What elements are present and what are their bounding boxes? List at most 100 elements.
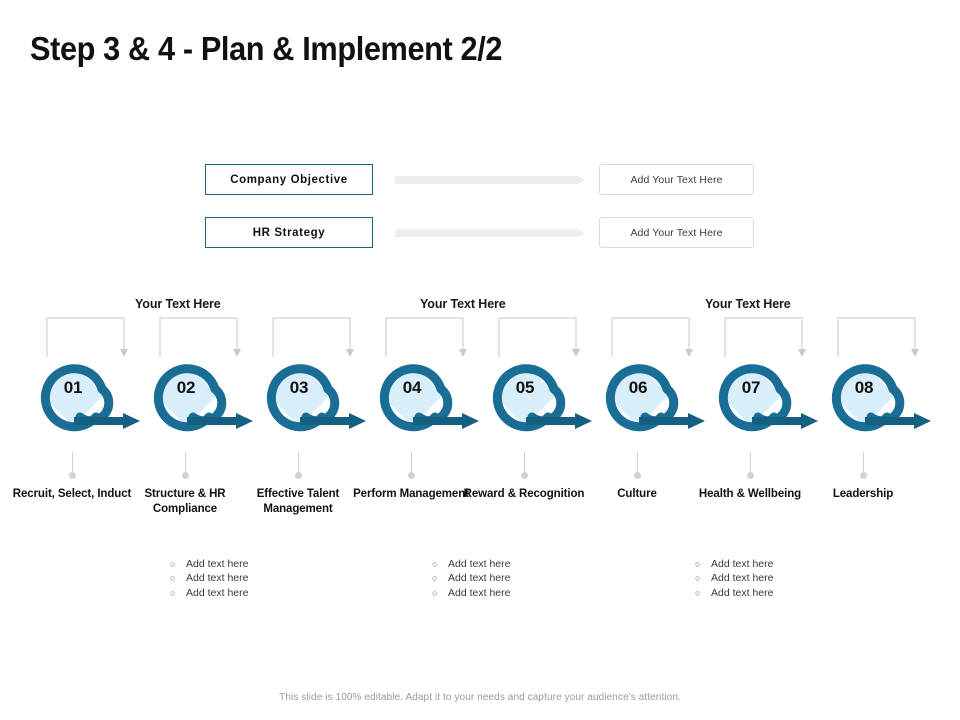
pin-line-06 — [637, 452, 638, 474]
section-heading-3: Your Text Here — [705, 297, 791, 311]
bullet-circle-icon: ○ — [170, 587, 176, 598]
pin-dot-07 — [747, 472, 754, 479]
bracket-arrowhead-5 — [572, 349, 580, 357]
section-heading-2: Your Text Here — [420, 297, 506, 311]
step-marker-08[interactable]: 08 — [821, 345, 935, 443]
pin-line-08 — [863, 452, 864, 474]
bullet-text: Add text here — [448, 558, 511, 570]
step-spiral-arrow-icon — [40, 363, 140, 432]
bullet-circle-icon: ○ — [432, 573, 438, 584]
bullet-text: Add text here — [448, 586, 511, 599]
pin-line-07 — [750, 452, 751, 474]
step-caption-02: Structure & HR Compliance — [144, 488, 226, 515]
bracket-path-4 — [385, 317, 464, 357]
step-caption-01: Recruit, Select, Induct — [12, 488, 132, 500]
bullet-circle-icon: ○ — [432, 559, 438, 569]
bracket-arrowhead-1 — [120, 349, 128, 357]
step-circles-group: 01 02 03 04 05 06 07 08 — [0, 345, 960, 445]
step-spiral-arrow-icon — [605, 363, 705, 432]
step-caption-07: Health & Wellbeing — [698, 488, 802, 500]
connector-arrow-bar-2 — [395, 229, 585, 237]
bracket-path-7 — [724, 317, 803, 357]
bullet-circle-icon: ○ — [170, 573, 176, 584]
step-number-label: 01 — [63, 378, 83, 397]
label-box-hr-strategy[interactable]: HR Strategy — [205, 217, 373, 248]
list-item[interactable]: ○ Add text here — [432, 586, 612, 600]
list-item[interactable]: ○ Add text here — [695, 586, 875, 600]
step-marker-06[interactable]: 06 — [595, 345, 709, 443]
bracket-path-3 — [272, 317, 351, 357]
bracket-path-2 — [159, 317, 238, 357]
pin-dot-02 — [182, 472, 189, 479]
pin-dot-03 — [295, 472, 302, 479]
bullet-text: Add text here — [186, 572, 249, 585]
bullet-column-3: ○Add text here○Add text here○Add text he… — [695, 557, 875, 600]
pin-dot-08 — [860, 472, 867, 479]
step-caption-06: Culture — [617, 488, 657, 500]
step-number-label: 02 — [176, 378, 196, 397]
bracket-path-6 — [611, 317, 690, 357]
step-marker-04[interactable]: 04 — [369, 345, 483, 443]
list-item[interactable]: ○ Add text here — [170, 586, 350, 600]
connector-arrow-bar-1 — [395, 176, 585, 184]
bullet-text: Add text here — [448, 572, 511, 585]
bracket-path-1 — [46, 317, 125, 357]
list-item[interactable]: ○ Add text here — [432, 557, 612, 571]
step-marker-02[interactable]: 02 — [143, 345, 257, 443]
text-box-company-objective[interactable]: Add Your Text Here — [599, 164, 754, 195]
step-number-label: 05 — [515, 378, 535, 397]
bullet-text: Add text here — [711, 586, 774, 599]
bracket-arrowhead-3 — [346, 349, 354, 357]
bullet-circle-icon: ○ — [170, 559, 176, 569]
page-title: Step 3 & 4 - Plan & Implement 2/2 — [30, 30, 503, 67]
bracket-arrowhead-7 — [798, 349, 806, 357]
step-marker-01[interactable]: 01 — [30, 345, 144, 443]
step-caption-04: Perform Management — [353, 488, 469, 500]
list-item[interactable]: ○ Add text here — [170, 557, 350, 571]
step-number-label: 06 — [628, 378, 648, 397]
list-item[interactable]: ○ Add text here — [170, 571, 350, 585]
list-item[interactable]: ○Add text here — [695, 571, 875, 585]
pin-dot-01 — [69, 472, 76, 479]
pin-line-03 — [298, 452, 299, 474]
bullet-text: Add text here — [186, 586, 249, 599]
step-caption-05: Reward & Recognition — [463, 488, 585, 500]
bullet-circle-icon: ○ — [695, 587, 701, 598]
bullet-text: Add text here — [186, 558, 249, 570]
step-caption-08: Leadership — [832, 488, 894, 500]
bracket-arrowhead-4 — [459, 349, 467, 357]
row-hr-strategy: HR Strategy Add Your Text Here — [205, 217, 755, 250]
step-marker-05[interactable]: 05 — [482, 345, 596, 443]
list-item[interactable]: ○ Add text here — [695, 557, 875, 571]
step-marker-07[interactable]: 07 — [708, 345, 822, 443]
step-spiral-arrow-icon — [379, 363, 479, 432]
pin-dot-04 — [408, 472, 415, 479]
step-number-label: 03 — [289, 378, 309, 397]
text-box-hr-strategy[interactable]: Add Your Text Here — [599, 217, 754, 248]
bullet-column-1: ○ Add text here ○ Add text here ○ Add text he… — [170, 557, 350, 600]
bracket-connector-group — [46, 317, 919, 357]
list-item[interactable]: ○ Add text here — [432, 571, 612, 585]
step-number-label: 04 — [402, 378, 422, 397]
step-marker-03[interactable]: 03 — [256, 345, 370, 443]
bracket-path-5 — [498, 317, 577, 357]
step-spiral-arrow-icon — [831, 363, 931, 432]
step-spiral-arrow-icon — [492, 363, 592, 432]
objective-strategy-group: Company Objective Add Your Text Here HR … — [205, 164, 755, 270]
pin-dot-05 — [521, 472, 528, 479]
row-company-objective: Company Objective Add Your Text Here — [205, 164, 755, 197]
bracket-arrowhead-2 — [233, 349, 241, 357]
pin-dot-06 — [634, 472, 641, 479]
bullet-circle-icon: ○ — [432, 587, 438, 598]
bracket-arrowhead-8 — [911, 349, 919, 357]
bullet-text: Add text here — [711, 558, 774, 570]
footer-note: This slide is 100% editable. Adapt it to… — [279, 692, 681, 703]
label-box-company-objective[interactable]: Company Objective — [205, 164, 373, 195]
step-spiral-arrow-icon — [266, 363, 366, 432]
pin-line-05 — [524, 452, 525, 474]
step-caption-03: Effective Talent Management — [256, 488, 340, 515]
pin-line-01 — [72, 452, 73, 474]
bullet-circle-icon: ○ — [695, 573, 701, 584]
bullet-circle-icon: ○ — [695, 559, 701, 569]
step-number-label: 07 — [741, 378, 761, 397]
